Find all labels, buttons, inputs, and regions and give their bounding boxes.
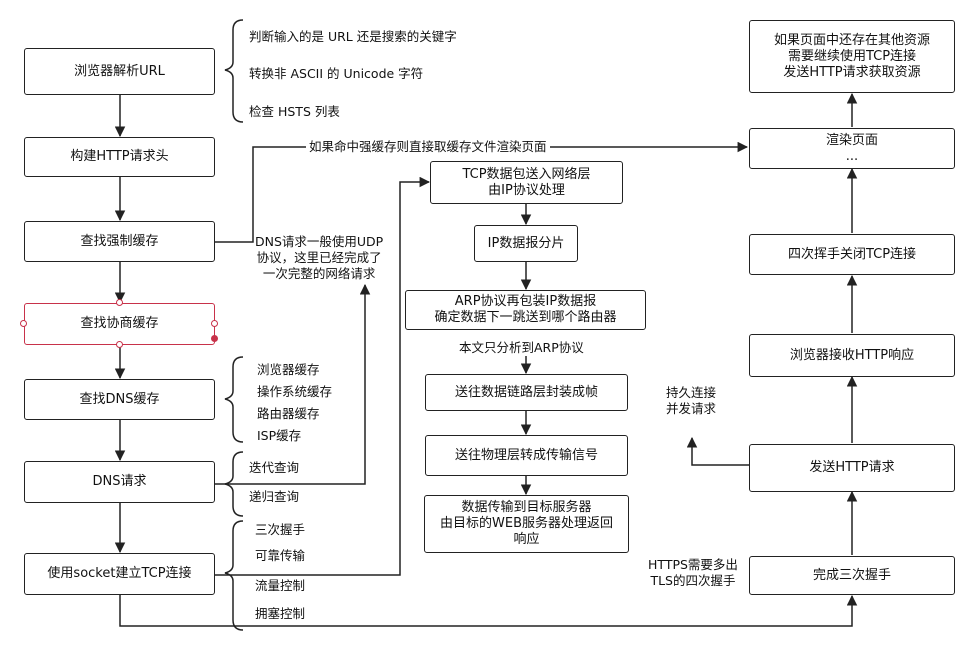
note-dns-os-cache: 操作系统缓存: [257, 384, 333, 399]
arrow-send-to-keepalive: [686, 436, 749, 466]
note-tcp-congestion: 拥塞控制: [255, 606, 306, 621]
note-dns-isp-cache: ISP缓存: [257, 428, 302, 443]
close-tcp-box[interactable]: 四次挥手关闭TCP连接: [749, 234, 955, 275]
dns-cache-box[interactable]: 查找DNS缓存: [24, 379, 215, 420]
brace-dns-query-notes: [224, 451, 244, 517]
handshake-done-box[interactable]: 完成三次握手: [749, 556, 955, 595]
link-layer-box[interactable]: 送往数据链路层封装成帧: [425, 374, 628, 411]
build-header-box[interactable]: 构建HTTP请求头: [24, 137, 215, 177]
note-dns-browser-cache: 浏览器缓存: [257, 362, 320, 377]
note-dns-recursive: 递归查询: [249, 489, 300, 504]
selection-handle-right[interactable]: [211, 320, 218, 327]
note-dns-router-cache: 路由器缓存: [257, 406, 320, 421]
brace-tcp-notes: [224, 520, 244, 631]
selection-handle-bottom[interactable]: [116, 341, 123, 348]
dns-request-box[interactable]: DNS请求: [24, 461, 215, 503]
brace-dns-cache-notes: [224, 356, 244, 443]
note-arp-only: 本文只分析到ARP协议: [457, 340, 586, 356]
note-unicode: 转换非 ASCII 的 Unicode 字符: [249, 66, 424, 81]
parse-url-box[interactable]: 浏览器解析URL: [24, 48, 215, 95]
note-tcp-handshake: 三次握手: [255, 522, 306, 537]
tcp-packet-box[interactable]: TCP数据包送入网络层 由IP协议处理: [430, 161, 623, 204]
note-tcp-flow: 流量控制: [255, 578, 306, 593]
note-tcp-reliable: 可靠传输: [255, 548, 306, 563]
note-url-check: 判断输入的是 URL 还是搜索的关键字: [249, 29, 457, 44]
arp-box[interactable]: ARP协议再包装IP数据报 确定数据下一跳送到哪个路由器: [405, 290, 646, 330]
strong-cache-box[interactable]: 查找强制缓存: [24, 221, 215, 262]
server-box[interactable]: 数据传输到目标服务器 由目标的WEB服务器处理返回 响应: [424, 495, 629, 553]
selection-handle-top[interactable]: [116, 299, 123, 306]
selection-handle-corner[interactable]: [211, 335, 218, 342]
receive-response-box[interactable]: 浏览器接收HTTP响应: [749, 334, 955, 377]
brace-url-notes: [224, 19, 244, 123]
resources-box[interactable]: 如果页面中还存在其他资源 需要继续使用TCP连接 发送HTTP请求获取资源: [749, 20, 955, 93]
physical-layer-box[interactable]: 送往物理层转成传输信号: [425, 435, 628, 476]
note-keep-alive: 持久连接 并发请求: [666, 385, 717, 416]
note-cache-hit: 如果命中强缓存则直接取缓存文件渲染页面: [306, 139, 550, 155]
note-hsts: 检查 HSTS 列表: [249, 104, 340, 119]
arrow-dns-to-udp-note: [215, 283, 371, 485]
arrow-tcp-to-network: [215, 176, 431, 576]
render-page-box[interactable]: 渲染页面 ...: [749, 128, 955, 169]
ip-fragment-box[interactable]: IP数据报分片: [474, 225, 578, 262]
selection-handle-left[interactable]: [20, 320, 27, 327]
note-https-tls: HTTPS需要多出 TLS的四次握手: [648, 557, 738, 588]
negotiate-cache-box[interactable]: 查找协商缓存: [24, 303, 215, 345]
tcp-connect-box[interactable]: 使用socket建立TCP连接: [24, 553, 215, 595]
note-dns-iterative: 迭代查询: [249, 460, 300, 475]
note-dns-udp: DNS请求一般使用UDP 协议，这里已经完成了 一次完整的网络请求: [255, 234, 384, 281]
send-request-box[interactable]: 发送HTTP请求: [749, 444, 955, 492]
arrow-tcp-to-handshake: [119, 594, 858, 627]
